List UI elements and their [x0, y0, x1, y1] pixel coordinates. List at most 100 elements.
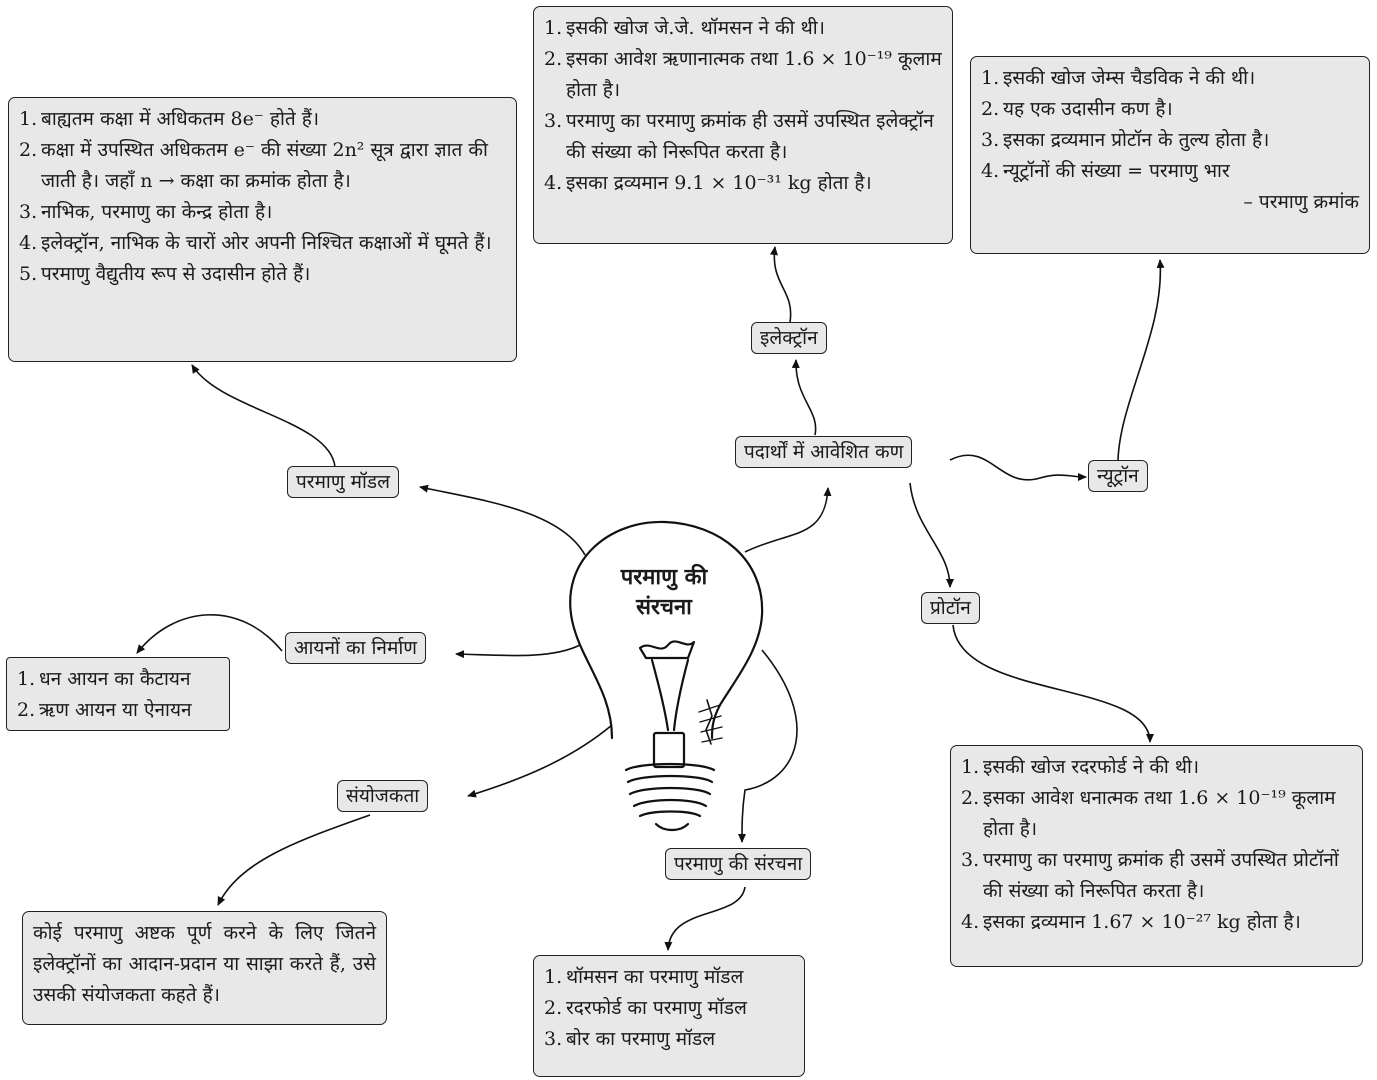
list-item: 2.यह एक उदासीन कण है। [981, 94, 1359, 125]
list-item: 2.रदरफोर्ड का परमाणु मॉडल [544, 993, 794, 1024]
list-item: 1.धन आयन का कैटायन [17, 664, 219, 695]
list-item-number: 1. [17, 668, 36, 690]
list-item: 3.बोर का परमाणु मॉडल [544, 1024, 794, 1055]
list-item: 1.इसकी खोज जेम्स चैडविक ने की थी। [981, 63, 1359, 94]
node-neutron: न्यूट्रॉन [1088, 460, 1148, 492]
list-item-text: परमाणु वैद्युतीय रूप से उदासीन होते हैं। [41, 263, 311, 285]
list-item: 4.इसका द्रव्यमान 9.1 × 10⁻³¹ kg होता है। [544, 168, 942, 199]
link-aavishit-to-neutron [949, 454, 1087, 481]
list-item-number: 4. [19, 232, 38, 254]
box-valency-definition: कोई परमाणु अष्टक पूर्ण करने के लिए जितने… [22, 911, 387, 1025]
list-item-text: इसकी खोज जे.जे. थॉमसन ने की थी। [566, 17, 825, 39]
list-item-text: इसकी खोज रदरफोर्ड ने की थी। [983, 756, 1200, 778]
node-paramanu-model: परमाणु मॉडल [287, 466, 399, 498]
list-item-number: 4. [981, 160, 1000, 182]
list-item-number: 4. [544, 172, 563, 194]
list-item-text: इसका आवेश धनात्मक तथा 1.6 × 10⁻¹⁹ कूलाम … [983, 787, 1336, 840]
link-ions-to-box [136, 614, 283, 654]
list-item-number: 1. [544, 17, 563, 39]
list-item-number: 3. [981, 129, 1000, 151]
list-item-text: यह एक उदासीन कण है। [1003, 98, 1173, 120]
link-electron-to-box [769, 246, 792, 323]
list-item-text: धन आयन का कैटायन [39, 668, 191, 690]
list-item: 1.इसकी खोज जे.जे. थॉमसन ने की थी। [544, 13, 942, 44]
list-item-number: 2. [544, 48, 563, 70]
link-center-to-sanrachna [738, 649, 798, 843]
link-center-to-model [419, 484, 586, 556]
list-item: 3.इसका द्रव्यमान प्रोटॉन के तुल्य होता ह… [981, 125, 1359, 156]
center-topic-line2: संरचना [636, 594, 692, 620]
list-item-number: 2. [19, 139, 38, 161]
list-item-text: थॉमसन का परमाणु मॉडल [566, 966, 744, 988]
list-item: 2.कक्षा में उपस्थित अधिकतम e⁻ की संख्या … [19, 135, 506, 197]
list-item-number: 3. [544, 1028, 563, 1050]
list-item-text: इसकी खोज जेम्स चैडविक ने की थी। [1003, 67, 1256, 89]
list-item: 3.परमाणु का परमाणु क्रमांक ही उसमें उपस्… [544, 106, 942, 168]
list-item: 1.बाह्यतम कक्षा में अधिकतम 8e⁻ होते हैं। [19, 104, 506, 135]
list-item-number: 5. [19, 263, 38, 285]
list-item: 1.थॉमसन का परमाणु मॉडल [544, 962, 794, 993]
list-item-text: इसका द्रव्यमान 9.1 × 10⁻³¹ kg होता है। [566, 172, 872, 194]
list-item: 2.इसका आवेश ऋणानात्मक तथा 1.6 × 10⁻¹⁹ कू… [544, 44, 942, 106]
link-center-to-aavishit [744, 487, 832, 553]
list-item: 3.परमाणु का परमाणु क्रमांक ही उसमें उपस्… [961, 845, 1352, 907]
neutron-formula-tail: – परमाणु क्रमांक [1243, 191, 1359, 213]
list-item-number: 3. [544, 110, 563, 132]
list-item-number: 3. [961, 849, 980, 871]
list-item: 4.न्यूट्रॉनों की संख्या = परमाणु भार [981, 156, 1359, 187]
list-item-text: नाभिक, परमाणु का केन्द्र होता है। [41, 201, 273, 223]
link-aavishit-to-proton [909, 482, 954, 588]
list-item-text: न्यूट्रॉनों की संख्या = परमाणु भार [1003, 160, 1230, 182]
link-center-to-ions [455, 644, 581, 659]
list-item-number: 2. [981, 98, 1000, 120]
link-sanrachna-to-box [664, 886, 746, 951]
list-item-text: परमाणु का परमाणु क्रमांक ही उसमें उपस्थि… [566, 110, 934, 163]
node-paramanu-sanrachna: परमाणु की संरचना [665, 848, 812, 880]
center-topic: परमाणु की संरचना [596, 562, 732, 622]
list-item: 2.इसका आवेश धनात्मक तथा 1.6 × 10⁻¹⁹ कूला… [961, 783, 1352, 845]
list-item-number: 2. [544, 997, 563, 1019]
list-item-text: इसका आवेश ऋणानात्मक तथा 1.6 × 10⁻¹⁹ कूला… [566, 48, 942, 101]
list-item-number: 2. [17, 699, 36, 721]
list-item: 4.इलेक्ट्रॉन, नाभिक के चारों ओर अपनी निश… [19, 228, 506, 259]
list-item-text: बाह्यतम कक्षा में अधिकतम 8e⁻ होते हैं। [41, 108, 320, 130]
list-item-number: 1. [981, 67, 1000, 89]
list-item-text: कक्षा में उपस्थित अधिकतम e⁻ की संख्या 2n… [41, 139, 488, 192]
node-aavishit-kan: पदार्थों में आवेशित कण [735, 436, 913, 468]
list-item-number: 3. [19, 201, 38, 223]
list-item-text: परमाणु का परमाणु क्रमांक ही उसमें उपस्थि… [983, 849, 1339, 902]
box-neutron-facts: 1.इसकी खोज जेम्स चैडविक ने की थी।2.यह एक… [970, 56, 1370, 254]
list-item: 1.इसकी खोज रदरफोर्ड ने की थी। [961, 752, 1352, 783]
list-item-text: इलेक्ट्रॉन, नाभिक के चारों ओर अपनी निश्च… [41, 232, 492, 254]
list-item-number: 1. [19, 108, 38, 130]
list-item: 3.नाभिक, परमाणु का केन्द्र होता है। [19, 197, 506, 228]
list-item: 5.परमाणु वैद्युतीय रूप से उदासीन होते है… [19, 259, 506, 290]
box-model-facts: 1.बाह्यतम कक्षा में अधिकतम 8e⁻ होते हैं।… [8, 97, 517, 362]
list-item-number: 2. [961, 787, 980, 809]
box-proton-facts: 1.इसकी खोज रदरफोर्ड ने की थी।2.इसका आवेश… [950, 745, 1363, 967]
node-sanyojakta: संयोजकता [337, 780, 429, 812]
link-valency-to-box [217, 814, 371, 906]
link-center-to-valency [467, 724, 613, 798]
list-item-text: इसका द्रव्यमान प्रोटॉन के तुल्य होता है। [1003, 129, 1270, 151]
link-model-to-box [191, 364, 336, 468]
list-item: 2.ऋण आयन या ऐनायन [17, 695, 219, 726]
node-electron: इलेक्ट्रॉन [751, 322, 827, 354]
node-proton: प्रोटॉन [921, 592, 980, 624]
list-item-text: बोर का परमाणु मॉडल [566, 1028, 716, 1050]
list-item: 4.इसका द्रव्यमान 1.67 × 10⁻²⁷ kg होता है… [961, 907, 1352, 938]
list-item-number: 4. [961, 911, 980, 933]
list-item-number: 1. [961, 756, 980, 778]
box-electron-facts: 1.इसकी खोज जे.जे. थॉमसन ने की थी।2.इसका … [533, 6, 953, 244]
link-neutron-to-box [1117, 259, 1165, 461]
list-item-number: 1. [544, 966, 563, 988]
center-topic-line1: परमाणु की [620, 564, 708, 590]
node-aayan-nirman: आयनों का निर्माण [285, 632, 426, 664]
list-item-text: इसका द्रव्यमान 1.67 × 10⁻²⁷ kg होता है। [983, 911, 1301, 933]
link-proton-to-box [952, 624, 1154, 743]
list-item-text: ऋण आयन या ऐनायन [39, 699, 192, 721]
link-aavishit-to-electron [791, 359, 817, 436]
